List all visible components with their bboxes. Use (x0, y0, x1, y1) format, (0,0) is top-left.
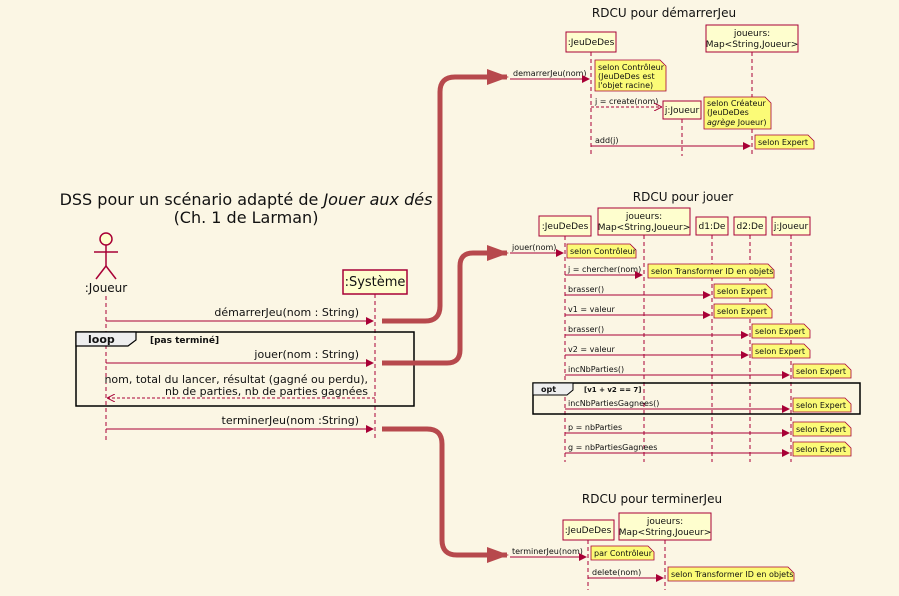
rdcu2-note-ctrl (566, 243, 637, 259)
rdcu1-note3 (754, 134, 815, 150)
rdcu3-msg-delete: delete(nom) (592, 568, 641, 577)
rdcu1-note2 (703, 96, 772, 130)
rdcu2-opt-guard: [v1 + v2 == 7] (584, 386, 641, 394)
rdcu3-obj-map-l2: Map<String,Joueur> (619, 528, 712, 538)
dss-title-line1: DSS pour un scénario adapté de Jouer aux… (60, 190, 433, 209)
loop-label: loop (88, 333, 115, 346)
rdcu3-title: RDCU pour terminerJeu (582, 492, 722, 506)
rdcu3-obj-jeu-label: :JeuDeDes (565, 526, 612, 536)
system-box (342, 269, 408, 295)
rdcu2-note-brasser2-text: selon Expert (755, 327, 805, 336)
rdcu2-note-brasser1 (713, 283, 773, 299)
rdcu2-msg-start: jouer(nom) (511, 243, 556, 252)
rdcu3-msg-start: terminerJeu(nom) (512, 547, 583, 556)
rdcu2-obj-map (597, 207, 691, 236)
rdcu2-note-p-text: selon Expert (796, 425, 846, 434)
rdcu2-msg-chercher: j = chercher(nom) (567, 265, 641, 274)
rdcu2-msg-incg: incNbPartiesGagnees() (568, 399, 659, 408)
rdcu2-msg-p: p = nbParties (568, 423, 622, 432)
msg-demarrer-jeu: démarrerJeu(nom : String) (214, 306, 359, 319)
rdcu2-obj-d1-label: d1:De (699, 222, 726, 232)
rdcu2-note-transf-text: selon Transformer ID en objets (651, 267, 773, 276)
rdcu2-opt-frame (532, 382, 861, 415)
rdcu3-note-ctrl-text: par Contrôleur (594, 548, 653, 558)
rdcu1-note2-l2: (JeuDeDes (707, 108, 749, 117)
rdcu2-note-v1-text: selon Expert (717, 307, 767, 316)
rdcu2-note-inc (792, 363, 852, 379)
loop-guard: [pas terminé] (150, 335, 219, 346)
msg-jouer: jouer(nom : String) (253, 348, 359, 361)
rdcu2-msg-v2: v2 = valeur (568, 345, 615, 354)
dss-diagram: DSS pour un scénario adapté de Jouer aux… (60, 190, 433, 440)
rdcu1-title: RDCU pour démarrerJeu (592, 6, 736, 20)
rdcu3-note-transf (667, 566, 795, 582)
rdcu1-note1-l1: selon Contrôleur (598, 62, 665, 72)
loop-tab (75, 331, 137, 347)
rdcu1-obj-map-l2: Map<String,Joueur> (706, 40, 799, 50)
rdcu2-obj-map-l2: Map<String,Joueur> (598, 223, 691, 233)
rdcu2-title: RDCU pour jouer (633, 190, 734, 204)
rdcu1-obj-jeu-label: :JeuDeDes (568, 38, 615, 48)
rdcu1-obj-map-l1: joueurs: (733, 29, 770, 39)
rdcu1-msg-start: demarrerJeu(nom) (513, 69, 587, 78)
loop-frame (75, 331, 415, 407)
rdcu1-note2-l3: agrège Joueur) (707, 117, 766, 127)
system-label: :Système (345, 275, 406, 290)
rdcu1-note2-l1: selon Créateur (707, 98, 766, 108)
rdcu2-note-g-text: selon Expert (796, 445, 846, 454)
actor-joueur-icon (94, 232, 118, 280)
rdcu1-obj-j-label: j:Joueur (664, 106, 700, 116)
return-line1: nom, total du lancer, résultat (gagné ou… (104, 373, 368, 386)
rdcu2-note-v2 (751, 343, 811, 359)
actor-joueur-label: :Joueur (85, 281, 128, 295)
rdcu2-note-v2-text: selon Expert (755, 347, 805, 356)
connector-terminer-arrow (382, 426, 509, 563)
rdcu1-note1 (594, 59, 667, 92)
rdcu2-note-inc-text: selon Expert (796, 367, 846, 376)
rdcu-jouer: RDCU pour jouer :JeuDeDes joueurs: Map<S… (510, 190, 861, 462)
rdcu2-note-incg (792, 397, 852, 413)
rdcu3-obj-map-l1: joueurs: (646, 517, 683, 527)
rdcu2-obj-d2-label: d2:De (737, 222, 764, 232)
rdcu1-note1-l3: l'objet racine) (598, 81, 653, 90)
rdcu2-obj-j-label: j:Joueur (773, 222, 809, 232)
rdcu1-note1-l2: (JeuDeDes est (598, 72, 655, 81)
rdcu2-opt-label: opt (541, 385, 556, 394)
connector-demarrer-arrow (382, 69, 509, 324)
rdcu3-note-transf-text: selon Transformer ID en objets (671, 570, 793, 579)
return-line2: nb de parties, nb de parties gagnées (165, 385, 368, 398)
dss-title-line2: (Ch. 1 de Larman) (174, 208, 319, 227)
rdcu2-msg-v1: v1 = valeur (568, 305, 615, 314)
rdcu1-obj-map (705, 24, 799, 53)
rdcu-terminer-jeu: RDCU pour terminerJeu :JeuDeDes joueurs:… (510, 492, 795, 590)
rdcu2-note-ctrl-text: selon Contrôleur (570, 246, 637, 256)
rdcu2-note-incg-text: selon Expert (796, 401, 846, 410)
rdcu1-msg-create: j = create(nom) (594, 97, 658, 106)
rdcu3-obj-map (618, 512, 712, 541)
rdcu2-msg-g: g = nbPartiesGagnees (568, 443, 657, 452)
connector-arrows (382, 69, 509, 563)
connector-jouer-arrow (382, 245, 509, 366)
rdcu2-obj-jeu-label: :JeuDeDes (542, 222, 589, 232)
rdcu1-msg-add: add(j) (595, 136, 619, 145)
rdcu2-note-transf (647, 263, 775, 279)
rdcu1-note3-text: selon Expert (758, 138, 808, 147)
rdcu2-note-brasser1-text: selon Expert (717, 287, 767, 296)
rdcu2-msg-brasser2: brasser() (568, 325, 604, 334)
rdcu-demarrer-jeu: RDCU pour démarrerJeu :JeuDeDes joueurs:… (510, 6, 815, 156)
rdcu2-msg-brasser1: brasser() (568, 285, 604, 294)
rdcu3-note-ctrl (590, 545, 655, 561)
rdcu2-obj-map-l1: joueurs: (625, 212, 662, 222)
rdcu2-note-v1 (713, 303, 773, 319)
rdcu2-opt-tab (532, 382, 574, 396)
rdcu2-note-brasser2 (751, 323, 811, 339)
rdcu2-msg-inc: incNbParties() (568, 365, 624, 374)
rdcu2-note-g (792, 441, 852, 457)
rdcu2-note-p (792, 421, 852, 437)
msg-terminer-jeu: terminerJeu(nom :String) (222, 414, 359, 427)
